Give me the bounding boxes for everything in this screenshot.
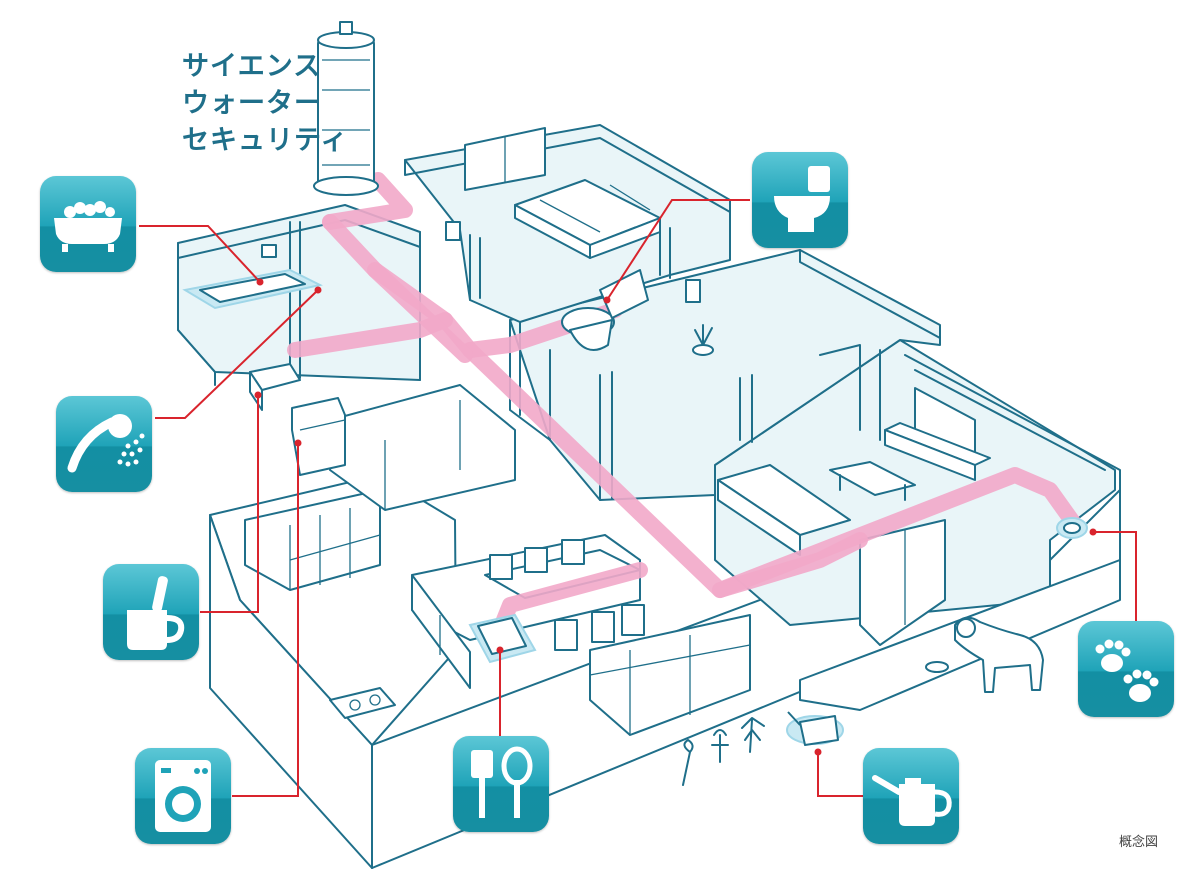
paw-prints-icon (1078, 621, 1174, 717)
leader-lines (139, 199, 1137, 797)
product-title-line-2: ウォーター (182, 88, 322, 119)
kitchen-utensils-icon (453, 736, 549, 832)
washing-machine-icon (135, 748, 231, 844)
toothbrush-cup-icon (103, 564, 199, 660)
water-tower (313, 21, 379, 196)
bathtub-icon (40, 176, 136, 272)
watering-can-icon (863, 748, 959, 844)
toilet-icon (752, 152, 848, 248)
product-title-line-3: セキュリティ (182, 125, 349, 156)
caption-concept-diagram: 概念図 (1118, 835, 1158, 850)
product-title: サイエンス ウォーター セキュリティ (182, 48, 348, 159)
shower-head-icon (56, 396, 152, 492)
product-title-line-1: サイエンス (182, 51, 322, 82)
